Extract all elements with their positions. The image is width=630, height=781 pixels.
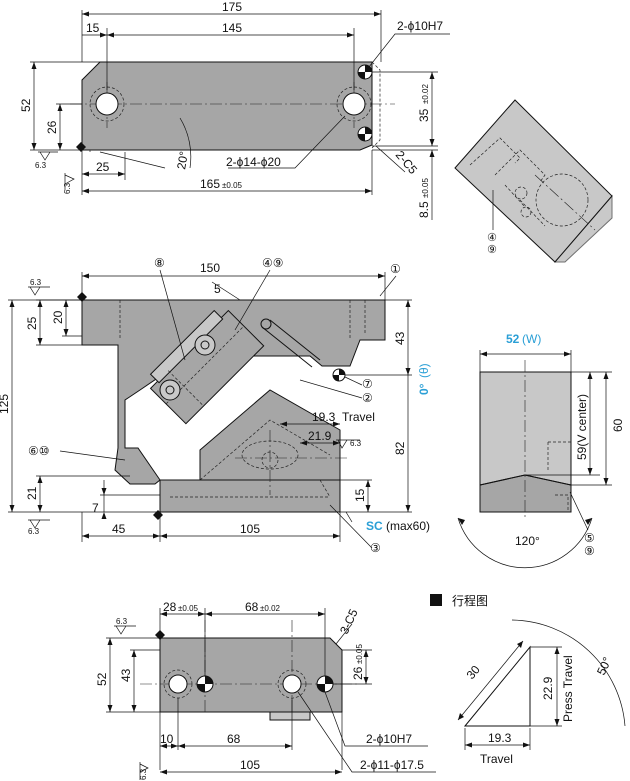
rough-6-3-bottom: 6.3 bbox=[116, 617, 128, 626]
dim-7: 7 bbox=[92, 501, 99, 515]
tol-28: ±0.05 bbox=[178, 604, 199, 613]
chamfer-2-c5: 2-C5 bbox=[393, 148, 421, 177]
tol-165: ±0.05 bbox=[222, 181, 243, 190]
top-view: 175 15 145 2-ϕ10H7 52 26 35 ±0.02 8.5 ±0… bbox=[19, 0, 450, 220]
angle-120: 120° bbox=[515, 534, 540, 548]
tol-8-5: ±0.05 bbox=[421, 177, 430, 198]
dim-15: 15 bbox=[353, 488, 367, 502]
dim-5: 5 bbox=[214, 282, 221, 296]
dim-21-9: 21.9 bbox=[308, 429, 332, 443]
dim-28: 28 bbox=[163, 600, 177, 614]
callout-7: ⑦ bbox=[362, 377, 373, 391]
bottom-view: 28 ±0.05 68 ±0.02 3-C5 52 43 26 ±0.05 10… bbox=[95, 600, 436, 780]
dim-10: 10 bbox=[160, 732, 174, 746]
w-value: 52 bbox=[506, 332, 520, 346]
rough-6-3-a: 6.3 bbox=[35, 161, 47, 170]
dim-25: 25 bbox=[96, 160, 110, 174]
side-label-9: ⑨ bbox=[584, 544, 595, 558]
center-mark bbox=[332, 368, 346, 382]
callout-8: ⑧ bbox=[154, 256, 165, 270]
w-symbol: (W) bbox=[522, 332, 541, 346]
tol-68: ±0.02 bbox=[260, 604, 281, 613]
pin-mark-lower bbox=[357, 126, 373, 142]
dim-145: 145 bbox=[222, 21, 242, 35]
datum-mark bbox=[76, 142, 86, 152]
dim-165: 165 bbox=[200, 177, 220, 191]
callout-4-9: ④⑨ bbox=[262, 256, 284, 270]
travel-label: Travel bbox=[342, 410, 375, 424]
rough-6-3-b: 6.3 bbox=[63, 182, 72, 194]
dim-60: 60 bbox=[611, 418, 625, 432]
dim-105: 105 bbox=[240, 758, 260, 772]
dim-26: 26 bbox=[351, 666, 365, 680]
travel-label-bottom: Travel bbox=[480, 752, 513, 766]
sc-max: (max60) bbox=[386, 519, 430, 533]
dim-68b: 68 bbox=[227, 732, 241, 746]
dim-20: 20 bbox=[51, 310, 65, 324]
tol-26: ±0.05 bbox=[355, 643, 364, 664]
dim-25: 25 bbox=[25, 316, 39, 330]
dim-15: 15 bbox=[86, 21, 100, 35]
dim-35: 35 bbox=[417, 108, 431, 122]
iso-label-4: ④ bbox=[487, 232, 497, 244]
dim-150: 150 bbox=[200, 261, 220, 275]
dim-21: 21 bbox=[25, 486, 39, 500]
rough-6-3-bottom-b: 6.3 bbox=[139, 768, 148, 780]
dim-105: 105 bbox=[240, 522, 260, 536]
callout-2: ② bbox=[362, 391, 373, 405]
side-view: 52 (W) 60 59(V center) 120° ⑤ ⑨ bbox=[457, 332, 625, 569]
theta: (θ) bbox=[417, 363, 431, 378]
bottom-hole-h7: 2-ϕ10H7 bbox=[366, 732, 412, 746]
bottom-pin-1 bbox=[196, 675, 214, 693]
dim-19-3: 19.3 bbox=[312, 410, 336, 424]
rough-6-3-bl: 6.3 bbox=[28, 527, 40, 536]
travel-title: 行程图 bbox=[452, 593, 488, 608]
rough-6-3-tl: 6.3 bbox=[30, 278, 42, 287]
callout-6-10: ⑥⑩ bbox=[28, 444, 50, 458]
dim-82: 82 bbox=[393, 441, 407, 455]
dim-22-9: 22.9 bbox=[541, 676, 555, 700]
dim-8-5: 8.5 bbox=[417, 201, 431, 218]
dim-68: 68 bbox=[245, 600, 259, 614]
sc-label: SC bbox=[366, 519, 383, 533]
die-plate bbox=[81, 299, 386, 485]
callout-1: ① bbox=[390, 262, 401, 276]
tol-35: ±0.02 bbox=[421, 83, 430, 104]
hole-h7-label: 2-ϕ10H7 bbox=[397, 19, 443, 33]
dim-52: 52 bbox=[19, 98, 33, 112]
dim-43: 43 bbox=[119, 668, 133, 682]
dim-26: 26 bbox=[45, 120, 59, 134]
dim-52: 52 bbox=[95, 672, 109, 686]
bottom-pin-2 bbox=[316, 675, 334, 693]
dim-30: 30 bbox=[464, 662, 484, 681]
angle-0: 0° bbox=[417, 383, 431, 395]
dim-59-v-center: 59(V center) bbox=[575, 394, 589, 460]
travel-diagram: 行程图 30 22.9 Press Travel 50° 19.3 Travel bbox=[430, 593, 626, 766]
top-plate bbox=[81, 61, 373, 151]
side-label-5: ⑤ bbox=[584, 531, 595, 545]
front-view: 150 5 25 20 125 21 7 45 bbox=[0, 256, 431, 555]
callout-3: ③ bbox=[370, 541, 381, 555]
angle-50: 50° bbox=[594, 655, 614, 678]
dim-125: 125 bbox=[0, 394, 11, 414]
dim-175: 175 bbox=[222, 0, 242, 14]
iso-view: ④ ⑨ bbox=[454, 99, 613, 263]
rough-6-3-front: 6.3 bbox=[350, 439, 362, 448]
legend-square bbox=[430, 594, 442, 606]
press-travel: Press Travel bbox=[561, 655, 575, 722]
travel-dim-19-3: 19.3 bbox=[488, 731, 512, 745]
dim-45: 45 bbox=[112, 522, 126, 536]
angle-20: 20° bbox=[174, 150, 191, 171]
dim-43: 43 bbox=[393, 331, 407, 345]
cbore-label: 2-ϕ14-ϕ20 bbox=[226, 155, 281, 169]
iso-label-9: ⑨ bbox=[487, 244, 497, 256]
bottom-cbore: 2-ϕ11-ϕ17.5 bbox=[360, 758, 424, 772]
chamfer-3-c5: 3-C5 bbox=[337, 606, 361, 636]
